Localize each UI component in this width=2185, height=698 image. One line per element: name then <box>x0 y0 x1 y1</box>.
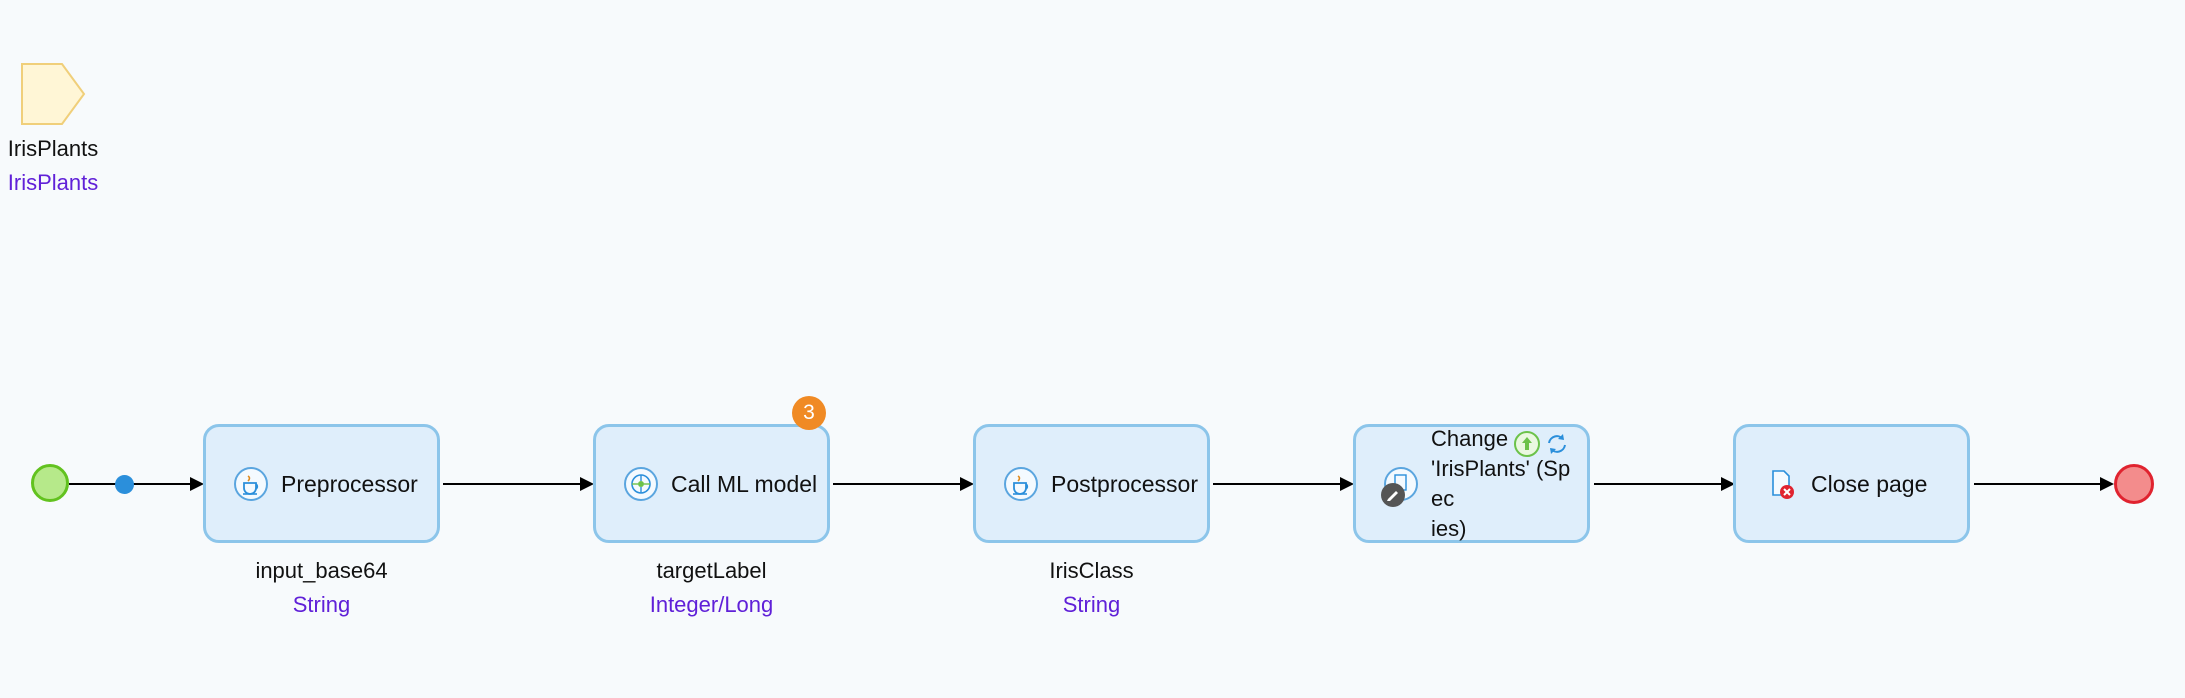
flow-origin-dot <box>115 475 134 494</box>
activity-label: Postprocessor <box>1051 470 1199 497</box>
output-variable-type: String <box>292 592 351 617</box>
commit-arrow-icon <box>1514 431 1540 457</box>
activity-close-page[interactable]: Close page <box>1733 424 1970 543</box>
activity-label-line: Change <box>1431 425 1509 451</box>
activity-label: Change 'IrisPlants' (Spec ies) <box>1431 425 1579 541</box>
activity-label-line: ies) <box>1431 515 1467 541</box>
output-variable-name: IrisClass <box>1049 558 1134 583</box>
refresh-icon <box>1544 431 1570 457</box>
java-action-icon <box>1004 467 1038 501</box>
activity-label-line: 'IrisPlants' (Spec <box>1431 455 1571 511</box>
activity-change-object[interactable]: Change 'IrisPlants' (Spec ies) <box>1353 424 1590 543</box>
output-variable-type: String <box>1062 592 1121 617</box>
ml-model-icon <box>624 467 658 501</box>
start-event[interactable] <box>31 464 69 502</box>
activity-preprocessor[interactable]: Preprocessor <box>203 424 440 543</box>
activity-label: Call ML model <box>671 470 818 497</box>
output-variable-name: targetLabel <box>656 558 767 583</box>
end-event[interactable] <box>2114 464 2154 504</box>
activity-label: Close page <box>1811 470 1928 497</box>
warning-count-badge[interactable]: 3 <box>792 396 826 430</box>
parameter-name: IrisPlants <box>7 136 99 161</box>
activity-postprocessor[interactable]: Postprocessor <box>973 424 1210 543</box>
edit-pencil-icon <box>1381 483 1405 507</box>
output-variable-type: Integer/Long <box>649 592 774 617</box>
output-variable-name: input_base64 <box>255 558 388 583</box>
parameter-shape[interactable] <box>20 62 86 126</box>
parameter-type: IrisPlants <box>7 170 99 195</box>
activity-call-ml-model[interactable]: Call ML model <box>593 424 830 543</box>
activity-label: Preprocessor <box>281 470 418 497</box>
close-page-icon <box>1764 467 1798 501</box>
java-action-icon <box>234 467 268 501</box>
